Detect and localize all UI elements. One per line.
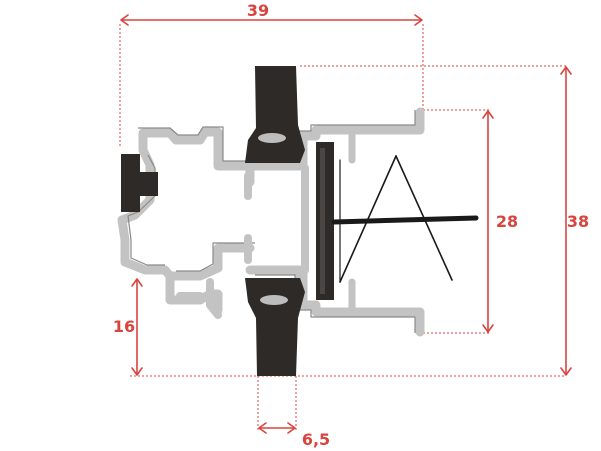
dimension-label-bottom-gasket-width: 6,5 — [302, 430, 330, 449]
top-gasket-highlight — [258, 133, 286, 143]
left-t-gasket — [121, 154, 158, 212]
bottom-gasket — [245, 278, 305, 376]
dimension-label-right-height: 38 — [567, 212, 589, 231]
dimension-label-inner-height: 28 — [496, 212, 518, 231]
top-gasket — [245, 66, 305, 163]
dimension-label-bottom-left-height: 16 — [113, 317, 135, 336]
aluminium-profile — [117, 107, 425, 337]
dimension-label-top-width: 39 — [247, 1, 269, 20]
bottom-gasket-highlight — [260, 295, 288, 305]
dimension-guides — [119, 24, 566, 430]
dimension-arrows — [120, 14, 572, 434]
glazing-bead-edge — [320, 148, 325, 294]
glass-struts — [331, 155, 479, 283]
